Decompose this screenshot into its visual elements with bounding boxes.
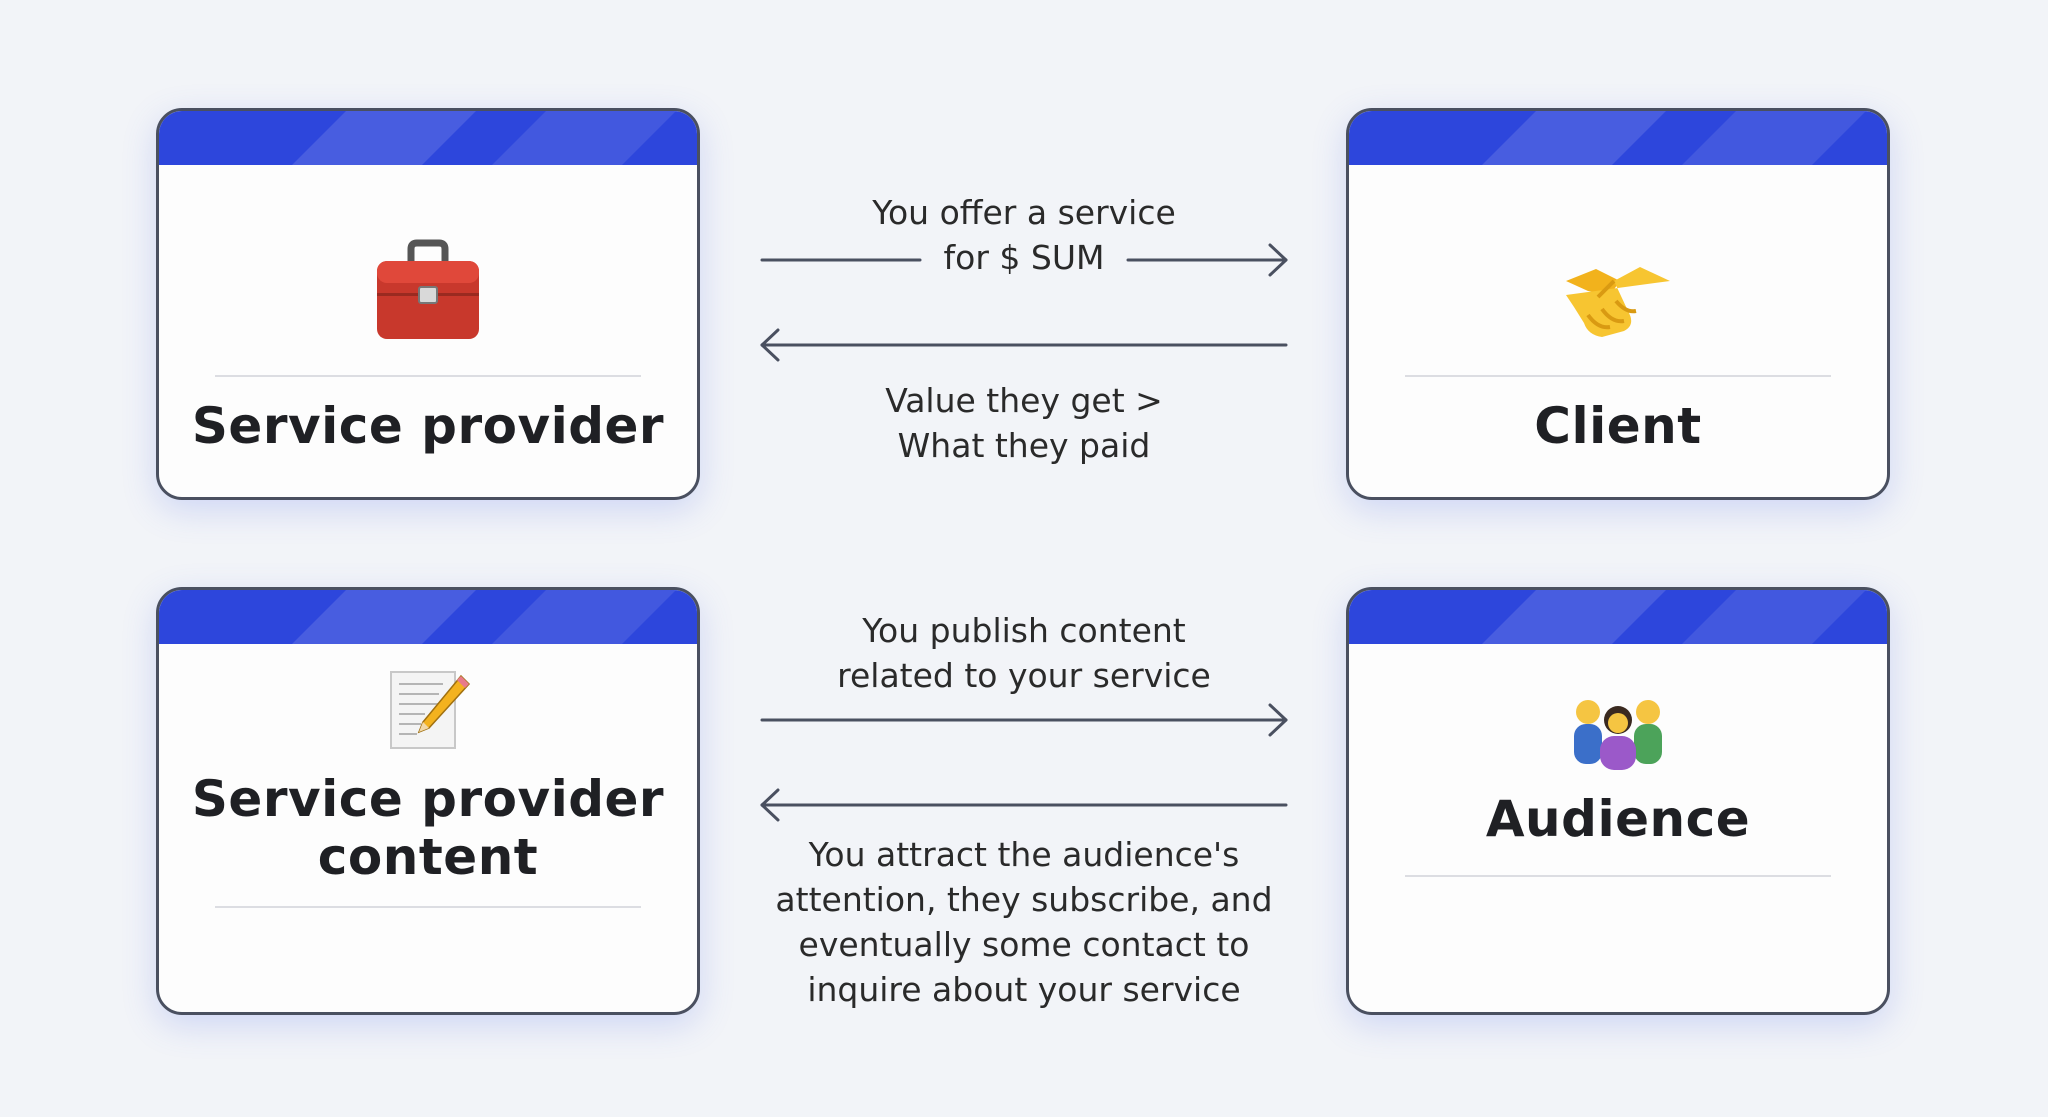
client-title: Client <box>1534 397 1702 455</box>
card-divider <box>215 375 641 377</box>
publish-arrow-head <box>1268 703 1288 737</box>
attract-label-line1: You attract the audience's <box>808 835 1240 874</box>
value-label-line1: Value they get > <box>885 381 1163 420</box>
card-header-bar <box>159 590 697 644</box>
briefcase-icon <box>159 239 697 347</box>
attract-arrow-head <box>760 788 780 822</box>
publish-label-line2: related to your service <box>837 656 1211 695</box>
publish-label-line1: You publish content <box>862 611 1186 650</box>
value-arrow-head <box>760 328 780 362</box>
service-provider-card: Service provider <box>156 108 700 500</box>
card-header-bar <box>1349 111 1887 165</box>
memo-pencil-icon <box>159 666 697 756</box>
attract-label-line4: inquire about your service <box>807 970 1241 1009</box>
audience-card: Audience <box>1346 587 1890 1015</box>
service-provider-title: Service provider <box>191 397 665 455</box>
audience-title: Audience <box>1485 790 1751 848</box>
content-title-line1: Service provider <box>191 770 665 828</box>
card-header-bar <box>159 111 697 165</box>
card-divider <box>1405 375 1831 377</box>
card-divider <box>1405 875 1831 877</box>
client-card: Client <box>1346 108 1890 500</box>
service-provider-content-card: Service provider content <box>156 587 700 1015</box>
content-title-line2: content <box>317 828 539 886</box>
attract-label-line3: eventually some contact to <box>798 925 1250 964</box>
handshake-icon <box>1349 251 1887 351</box>
people-group-icon <box>1349 692 1887 776</box>
offer-arrow-head <box>1268 243 1288 277</box>
attract-label-line2: attention, they subscribe, and <box>775 880 1273 919</box>
value-label-line2: What they paid <box>897 426 1151 465</box>
card-header-bar <box>1349 590 1887 644</box>
offer-label-line1: You offer a service <box>872 193 1176 232</box>
offer-label-line2: for $ SUM <box>943 238 1105 277</box>
card-divider <box>215 906 641 908</box>
